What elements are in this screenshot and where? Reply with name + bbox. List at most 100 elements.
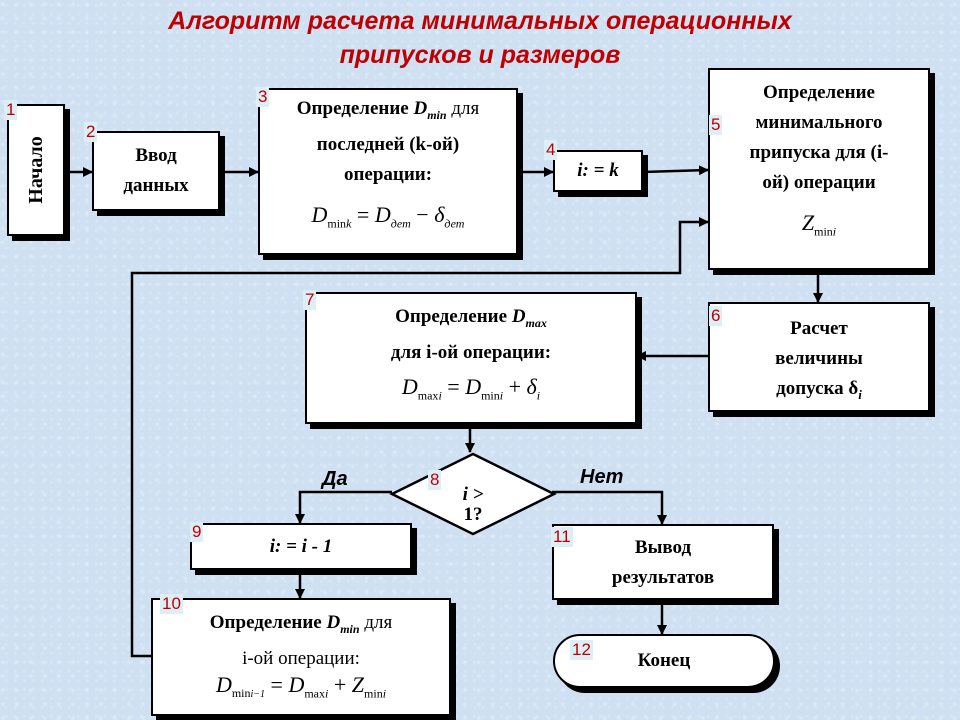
block3-line1-text: Определение [296, 98, 414, 119]
f5-var: Z [801, 210, 815, 235]
f7-lhs-sub1: max [417, 388, 439, 403]
block10-var: D [326, 612, 341, 633]
block6-line-1: Расчет [790, 318, 848, 339]
title-line-1: Алгоритм расчета минимальных операционны… [168, 7, 792, 35]
block3-line-2: последней (k-ой) [316, 133, 460, 155]
branch-yes-label: Да [322, 468, 348, 490]
f7-rhs1-sub1: min [481, 388, 500, 403]
formula-dmax-i: Dmaxi = Dmini + δi [307, 372, 635, 410]
block-number-1: 1 [4, 100, 18, 120]
block-number-3: 3 [256, 87, 270, 107]
f10-lhs: D [215, 671, 232, 697]
block3-line-3: операции: [343, 163, 433, 185]
block-number-2: 2 [84, 122, 98, 142]
f3-lhs: D [311, 201, 328, 227]
arrow-4-5 [642, 165, 709, 176]
f3-rhs2: δ [434, 201, 445, 227]
f7-eq: = [447, 373, 460, 399]
input-data-line-1: Ввод [135, 145, 177, 166]
f10-lhs-sub2: i−1 [250, 689, 266, 701]
input-data-line-2: данных [123, 175, 189, 196]
dmin-i-block: Определение Dmin для i-ой операции: Dmin… [151, 598, 451, 716]
f7-rhs2: δ [526, 373, 537, 399]
block10-var-sub: min [340, 621, 360, 636]
decision-line-1: i > [462, 484, 484, 505]
f7-rhs2-sub: i [536, 388, 541, 403]
tolerance-block: Расчет величины допуска δi [708, 302, 930, 412]
f7-lhs: D [401, 373, 418, 399]
f3-eq: = [356, 201, 370, 227]
assign-i-k-text: i: = k [577, 160, 619, 181]
diagram-title: Алгоритм расчета минимальных операционны… [0, 4, 960, 72]
block-number-5: 5 [709, 115, 723, 135]
arrow-8-9-yes [295, 490, 392, 524]
dmax-block: Определение Dmax для i-ой операции: Dmax… [305, 292, 637, 424]
block6-line3-text: допуска δ [776, 378, 859, 399]
block3-var-sub: min [427, 107, 447, 122]
block10-line-1: Определение Dmin для [153, 608, 449, 644]
f10-rhs1-sub1: max [304, 686, 326, 701]
f3-rhs1: D [374, 201, 391, 227]
block5-line-3: припуска для (i- [749, 142, 889, 163]
block7-var: D [511, 306, 526, 327]
f10-lhs-sub1: min [231, 686, 251, 701]
block-number-12: 12 [570, 640, 593, 660]
f10-rhs2-sub1: min [364, 686, 383, 701]
block3-var: D [413, 98, 428, 119]
loop-back-arrow-10-5 [130, 217, 709, 658]
f3-lhs-sub2: k [346, 216, 352, 231]
f5-sub2: i [832, 224, 837, 239]
block-number-11: 11 [551, 527, 573, 547]
end-label: Конец [637, 650, 691, 671]
block6-line3-sub: i [858, 386, 862, 402]
f10-rhs1: D [288, 671, 305, 697]
block7-line1-text: Определение [395, 306, 512, 327]
block3-line-1: Определение Dmin для [260, 94, 516, 130]
block-number-8: 8 [428, 470, 442, 490]
block7-line-2: для i-ой операции: [390, 341, 552, 363]
f10-eq: = [270, 671, 283, 697]
branch-no-label: Нет [580, 466, 624, 488]
formula-dmin-i-minus-1: Dmini−1 = Dmaxi + Zmini [153, 670, 449, 710]
start-block: Начало [7, 104, 65, 236]
block5-line-2: минимального [755, 112, 883, 133]
formula-z-min-i: Zmini [710, 208, 928, 246]
decrement-i-block: i: = i - 1 [190, 523, 412, 570]
f3-lhs-sub1: min [327, 216, 347, 231]
input-data-block: Ввод данных [92, 131, 220, 211]
f7-rhs1-sub2: i [499, 388, 504, 403]
output-results-block: Вывод результатов [552, 524, 774, 600]
f3-minus: − [416, 201, 429, 227]
block6-line-2: величины [775, 348, 863, 369]
block3-line1-end: для [446, 98, 480, 119]
f7-lhs-sub2: i [438, 388, 442, 403]
block-number-7: 7 [303, 290, 317, 310]
min-allowance-block: Определение минимального припуска для (i… [708, 68, 930, 270]
f7-rhs1: D [465, 373, 482, 399]
dmin-last-operation-block: Определение Dmin для последней (k-ой) оп… [258, 88, 518, 255]
block7-var-sub: max [525, 315, 547, 330]
output-line-2: результатов [611, 567, 715, 588]
f10-rhs2-sub2: i [382, 686, 387, 701]
f3-rhs2-sub: дет [444, 216, 465, 231]
title-line-2: припусков и размеров [339, 41, 621, 69]
block10-line1-end: для [359, 612, 393, 633]
f10-plus: + [333, 671, 347, 697]
arrow-8-11-no [552, 490, 667, 525]
f5-sub1: min [814, 224, 833, 239]
assign-i-k-block: i: = k [553, 150, 643, 192]
formula-dmin-k: Dmink − = Dдет − δдет [260, 200, 516, 238]
block10-line-2: i-ой операции: [242, 647, 360, 669]
block-number-4: 4 [544, 140, 558, 160]
start-label: Начало [25, 136, 47, 204]
output-line-1: Вывод [634, 537, 692, 558]
block-number-10: 10 [160, 594, 183, 614]
decision-condition: i > 1? [448, 482, 498, 528]
block5-line-1: Определение [763, 82, 875, 103]
f10-rhs2: Z [351, 671, 365, 697]
block-number-9: 9 [190, 522, 204, 542]
f7-plus: + [508, 373, 522, 399]
decrement-i-text: i: = i - 1 [269, 536, 333, 557]
f10-rhs1-sub2: i [325, 686, 329, 701]
